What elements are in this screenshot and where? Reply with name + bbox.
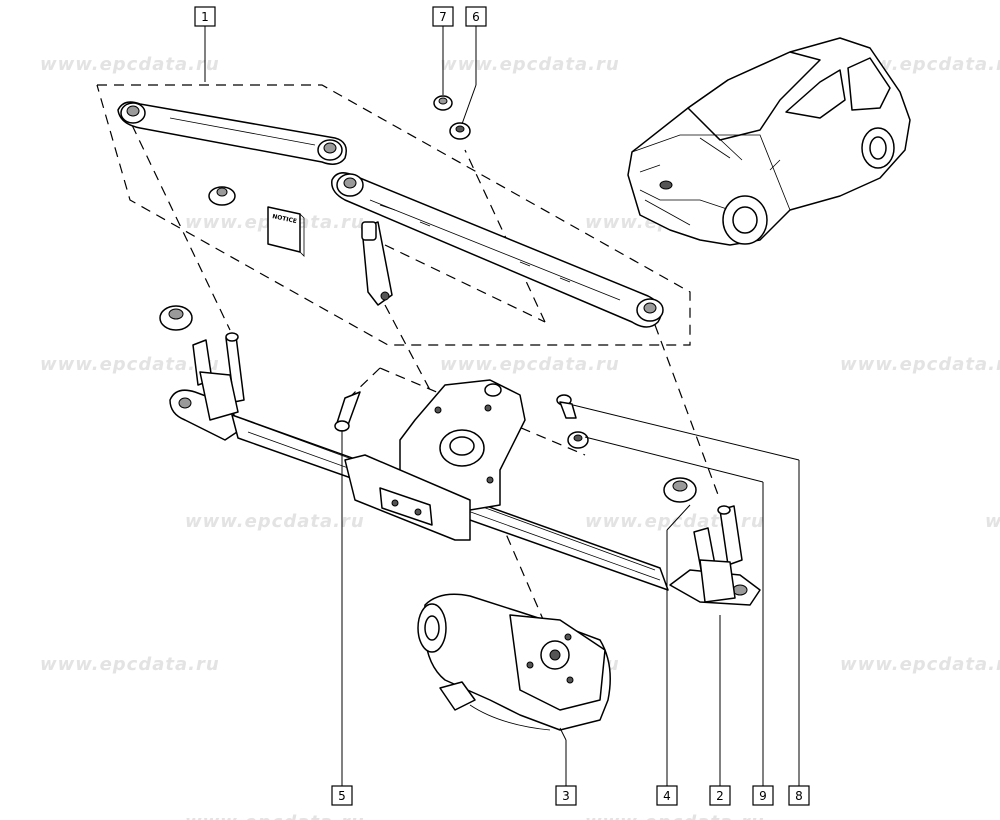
watermark: www.epcdata.ru — [440, 54, 620, 75]
watermark: www.epcdata.ru — [840, 354, 1000, 375]
hatchback-car-icon — [627, 37, 911, 246]
callout-label: 2 — [716, 789, 724, 803]
callout-4[interactable]: 4 — [656, 785, 678, 806]
notice-booklet-icon: NOTICE — [267, 206, 305, 257]
watermark: www.epcdata.ru — [185, 511, 365, 532]
watermark: www.epcdata.ru — [40, 54, 220, 75]
right-wiper-pivot — [663, 477, 761, 606]
callout-label: 1 — [201, 10, 209, 24]
callout-2[interactable]: 2 — [709, 785, 731, 806]
kit-boundary-dashed — [96, 84, 691, 346]
leader-lines — [204, 25, 800, 786]
callout-label: 3 — [562, 789, 570, 803]
left-wiper-pivot — [159, 305, 245, 441]
washer-6 — [449, 122, 471, 140]
watermark: www.epcdata.ru — [440, 354, 620, 375]
watermark: www.epcdata.ru — [985, 511, 1000, 532]
callout-9[interactable]: 9 — [752, 785, 774, 806]
wiper-link-rod-upper — [117, 101, 347, 165]
callout-5[interactable]: 5 — [331, 785, 353, 806]
crank-arm — [361, 221, 393, 306]
callout-label: 7 — [439, 10, 447, 24]
wiper-motor-icon — [417, 593, 611, 731]
nut-7 — [433, 95, 453, 111]
watermark: www.epcdata.ru — [40, 654, 220, 675]
watermark: www.epcdata.ru — [840, 654, 1000, 675]
callout-8[interactable]: 8 — [788, 785, 810, 806]
callout-label: 8 — [795, 789, 803, 803]
callout-label: 9 — [759, 789, 767, 803]
wiper-link-rod-lower — [331, 172, 664, 328]
callout-label: 4 — [663, 789, 671, 803]
watermark: www.epcdata.ru — [40, 354, 220, 375]
watermark: www.epcdata.ru — [185, 812, 365, 820]
watermark: www.epcdata.ru — [585, 812, 765, 820]
grommet — [208, 186, 236, 206]
callout-label: 5 — [338, 789, 346, 803]
bolt-5 — [334, 391, 361, 432]
bolt-8 — [556, 394, 577, 419]
callout-6[interactable]: 6 — [465, 6, 487, 27]
washer-9 — [567, 431, 589, 449]
wiper-frame-tube — [231, 379, 669, 591]
callout-label: 6 — [472, 10, 480, 24]
callout-7[interactable]: 7 — [432, 6, 454, 27]
callout-3[interactable]: 3 — [555, 785, 577, 806]
callout-1[interactable]: 1 — [194, 6, 216, 27]
